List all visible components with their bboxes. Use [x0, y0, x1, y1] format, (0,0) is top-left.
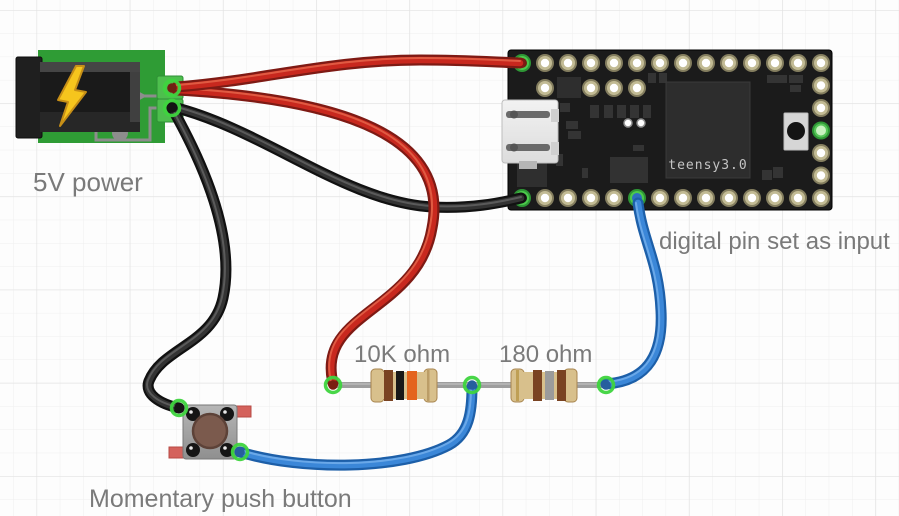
teensy-pin[interactable] [628, 79, 646, 97]
connection-button-gnd[interactable] [169, 398, 189, 418]
wire-red-vcc-to-resistor[interactable] [171, 84, 440, 389]
test-pad [623, 118, 633, 128]
teensy-pin[interactable] [743, 189, 761, 207]
wire-blue-resistor-to-teensy[interactable] [600, 197, 667, 390]
teensy-silkscreen-label: teensy3.0 [668, 158, 747, 173]
teensy-pin[interactable] [697, 189, 715, 207]
band-black [396, 371, 404, 400]
resistor-network[interactable] [330, 368, 610, 403]
teensy-pin[interactable] [674, 54, 692, 72]
teensy-pin[interactable] [766, 54, 784, 72]
teensy-pin[interactable] [812, 166, 830, 185]
push-button[interactable] [168, 404, 252, 460]
mcu-chip: teensy3.0 [665, 81, 751, 179]
teensy-pin[interactable] [536, 54, 554, 72]
usb-connector [501, 99, 559, 169]
connection-resistor-right[interactable] [596, 375, 616, 395]
button-corner-pins [186, 407, 234, 457]
band-orange [407, 371, 417, 400]
teensy-board[interactable]: teensy3.0 [501, 49, 833, 211]
band-brown [557, 370, 566, 401]
wires [142, 54, 667, 471]
band-brown [384, 370, 393, 401]
teensy-led-pin[interactable] [812, 121, 830, 140]
teensy-pin[interactable] [812, 54, 830, 72]
teensy-pin[interactable] [651, 54, 669, 72]
teensy-pin[interactable] [812, 189, 830, 207]
barrel-jack [15, 56, 140, 139]
teensy-pin[interactable] [605, 189, 623, 207]
power-supply[interactable] [15, 50, 184, 143]
band-brown [533, 370, 542, 401]
resistor-180[interactable] [510, 368, 578, 403]
connection-resistor-junction[interactable] [462, 375, 482, 395]
wire-blue-button-to-junction[interactable] [234, 381, 478, 471]
wire-black-gnd-to-teensy[interactable] [167, 101, 527, 213]
teensy-pin[interactable] [536, 189, 554, 207]
teensy-pin[interactable] [812, 76, 830, 95]
wire-black-gnd-to-button[interactable] [142, 102, 232, 414]
button-tab [235, 405, 252, 418]
teensy-pin[interactable] [674, 189, 692, 207]
connection-button-signal[interactable] [230, 442, 250, 462]
teensy-pin[interactable] [582, 54, 600, 72]
teensy-pins[interactable] [513, 54, 830, 207]
teensy-pin[interactable] [789, 54, 807, 72]
button-cap[interactable] [191, 412, 229, 450]
teensy-pin[interactable] [582, 189, 600, 207]
teensy-pin[interactable] [697, 54, 715, 72]
teensy-pin[interactable] [628, 54, 646, 72]
teensy-pin[interactable] [651, 189, 669, 207]
teensy-pin[interactable] [812, 99, 830, 117]
resistor-10k[interactable] [370, 368, 438, 403]
teensy-pin[interactable] [559, 54, 577, 72]
teensy-pin[interactable] [743, 54, 761, 72]
lightning-bolt-icon [57, 65, 87, 127]
teensy-pin[interactable] [559, 189, 577, 207]
wire-red-vcc-to-teensy[interactable] [171, 54, 526, 93]
reset-button[interactable] [783, 112, 809, 151]
teensy-pin[interactable] [720, 189, 738, 207]
connection-points[interactable] [162, 78, 616, 462]
label-resistor-10k: 10K ohm [354, 341, 450, 368]
teensy-pin[interactable] [605, 79, 623, 97]
teensy-pin[interactable] [766, 189, 784, 207]
teensy-pin[interactable] [789, 189, 807, 207]
teensy-pin[interactable] [605, 54, 623, 72]
teensy-pin[interactable] [812, 144, 830, 162]
test-pad [636, 118, 646, 128]
label-digital-pin: digital pin set as input [659, 228, 890, 255]
connection-power-minus[interactable] [162, 98, 182, 118]
connection-power-plus[interactable] [162, 78, 182, 98]
band-gold [516, 370, 519, 401]
label-push-button: Momentary push button [89, 485, 352, 513]
band-gray [545, 371, 554, 400]
connection-resistor-left[interactable] [323, 375, 343, 395]
teensy-pin[interactable] [582, 79, 600, 97]
button-tab [168, 446, 185, 459]
annotations: 5V power digital pin set as input 10K oh… [33, 167, 890, 513]
teensy-pin[interactable] [536, 79, 554, 97]
teensy-pin[interactable] [720, 54, 738, 72]
label-5v-power: 5V power [33, 167, 143, 197]
label-resistor-180: 180 ohm [499, 341, 592, 368]
